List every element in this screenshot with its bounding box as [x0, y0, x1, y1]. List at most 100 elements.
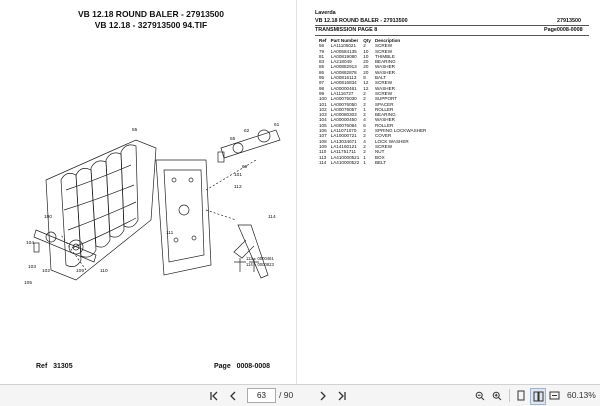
fit-width-button[interactable] — [547, 388, 561, 403]
chevron-right-icon — [320, 391, 326, 400]
cell-qty: 2 — [363, 128, 366, 134]
page-label: Page — [214, 363, 231, 370]
callout-112: 112 — [234, 184, 242, 190]
cell-qty: 2 — [363, 143, 366, 149]
two-page-view-button[interactable] — [530, 388, 546, 405]
cell-part: LA00080303 — [330, 112, 357, 118]
zoom-in-icon — [492, 391, 502, 400]
cell-desc: COVER — [374, 133, 392, 139]
callout-109: 109 — [76, 268, 84, 274]
single-page-view-button[interactable] — [514, 388, 528, 403]
cell-desc: SCREW — [374, 48, 393, 54]
previous-page-button[interactable] — [226, 388, 240, 403]
cell-desc: BALT — [374, 75, 387, 81]
cell-qty: 2 — [363, 149, 366, 155]
cell-desc: SCREW — [374, 90, 393, 96]
last-page-button[interactable] — [335, 388, 349, 403]
cell-desc: WASHER — [374, 64, 395, 70]
page-number-input[interactable]: 63 — [247, 388, 276, 403]
cell-desc: ROLLER — [374, 106, 394, 112]
cell-qty: 20 — [363, 69, 369, 75]
cell-part: LA13034671 — [330, 138, 357, 144]
callout-61: 61 — [274, 122, 280, 128]
cell-qty: 20 — [363, 59, 369, 65]
parts-table-header: Ref Part Number Qty Description — [317, 38, 428, 43]
cell-part: LA00816834 — [330, 80, 357, 86]
next-page-button[interactable] — [316, 388, 330, 403]
cell-qty: 1 — [363, 106, 366, 112]
ref-value: 31305 — [53, 363, 73, 370]
cell-ref: 110 — [319, 149, 327, 155]
cell-qty: 4 — [363, 138, 366, 144]
ref-label: Ref — [36, 363, 48, 370]
cell-ref: 114 — [319, 159, 327, 165]
cell-qty: 2 — [363, 90, 366, 96]
cell-ref: 109 — [319, 143, 327, 149]
chevron-left-icon — [230, 391, 236, 400]
left-page-title-line2: VB 12.18 - 327913500 94.TIF — [94, 20, 208, 30]
cell-qty: 6 — [363, 122, 366, 128]
cell-qty: 12 — [363, 80, 369, 86]
cell-qty: 10 — [363, 53, 369, 59]
brand-name: Laverda — [315, 10, 336, 16]
legend-code-114: = 0000823 — [253, 262, 274, 267]
cell-part: LA00819080 — [330, 53, 357, 59]
cell-qty: 20 — [363, 64, 369, 70]
zoom-in-button[interactable] — [490, 388, 504, 403]
header-rule — [315, 25, 589, 26]
cell-ref: 95 — [319, 75, 325, 81]
section-rule — [315, 35, 589, 36]
cell-part: LA10000721 — [330, 133, 357, 139]
cell-desc: SCREW — [374, 43, 393, 49]
two-page-icon — [533, 391, 543, 402]
first-page-icon — [210, 391, 218, 400]
first-page-button[interactable] — [207, 388, 221, 403]
legend-item-114: 114 = 0000823 — [246, 262, 274, 267]
callout-65: 65 — [230, 136, 236, 142]
callout-111: 111 — [166, 230, 174, 236]
exploded-parts-diagram: 55 65 62 61 69 101 112 114 100 104 103 1… — [24, 122, 281, 286]
cell-desc: NUT — [374, 149, 385, 155]
cell-qty: 2 — [363, 96, 366, 102]
cell-ref: 97 — [319, 80, 325, 86]
cell-ref: 103 — [319, 112, 327, 118]
viewer-toolbar: 63 / 90 60.13% — [0, 384, 600, 406]
cell-desc: BEARING — [374, 59, 396, 65]
legend-item-113: 113 = 0000461 — [246, 256, 274, 261]
cell-desc: SUPPORT — [374, 96, 398, 102]
cell-part: LA00076030 — [330, 96, 357, 102]
left-page: VB 12.18 ROUND BALER - 27913500 VB 12.18… — [6, 0, 297, 384]
right-page: Laverda VB 12.18 ROUND BALER - 27913500 … — [304, 0, 594, 384]
callout-55: 55 — [132, 127, 138, 133]
cell-qty: 4 — [363, 117, 366, 123]
last-page-icon — [338, 391, 346, 400]
cell-desc: SPACER — [374, 101, 394, 107]
page-ref: Page0008-0008 — [544, 27, 583, 33]
cell-ref: 113 — [319, 154, 327, 160]
callout-105: 105 — [24, 280, 32, 286]
col-description: Description — [374, 38, 401, 43]
callout-100: 100 — [44, 214, 52, 220]
zoom-level[interactable]: 60.13% — [567, 390, 596, 400]
legend-num-113: 113 — [246, 256, 253, 261]
zoom-out-button[interactable] — [473, 388, 487, 403]
callout-101: 101 — [234, 172, 242, 178]
cell-part: LA00000461 — [330, 85, 357, 91]
col-qty: Qty — [363, 38, 371, 43]
cell-part: LA1116727 — [330, 90, 354, 96]
cell-part: LA00076084 — [330, 122, 357, 128]
callout-114: 114 — [268, 214, 276, 220]
cell-qty: 10 — [363, 48, 369, 54]
